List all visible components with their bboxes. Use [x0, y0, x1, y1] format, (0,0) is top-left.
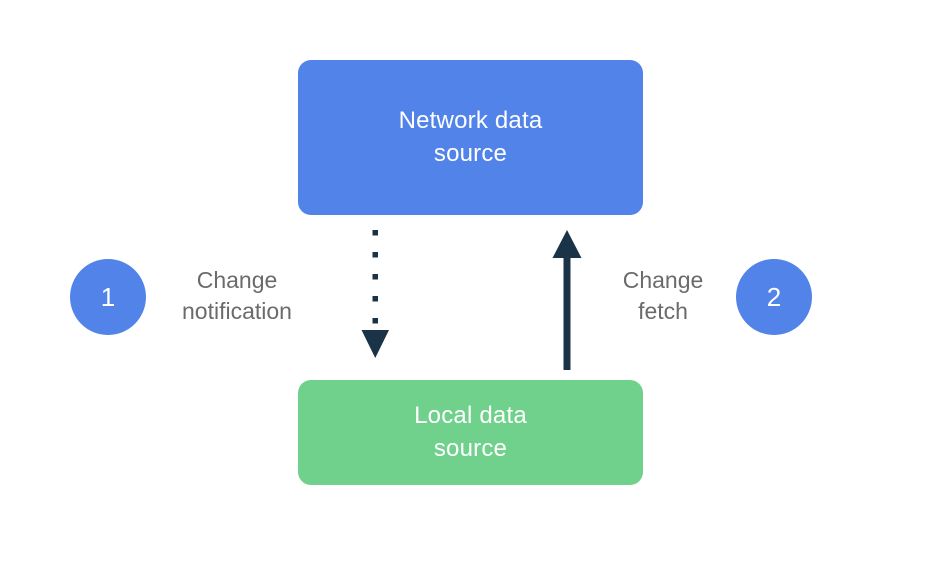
edge-label-change-notification: Change notification [157, 265, 317, 327]
node-local-data-source[interactable]: Local data source [298, 380, 643, 485]
node-local-data-source-label-line1: Local data [414, 402, 527, 430]
node-network-data-source-label-line1: Network data [398, 107, 543, 135]
arrow-down-dotted-change-notification [361, 230, 389, 358]
node-local-data-source-label: Local data source [414, 400, 527, 465]
edge-label-change-fetch-line2: fetch [638, 298, 688, 325]
node-local-data-source-label-line2: source [433, 434, 508, 462]
arrow-up-solid-change-fetch [552, 230, 582, 370]
node-network-data-source[interactable]: Network data source [298, 60, 643, 215]
edge-label-change-fetch: Change fetch [598, 265, 728, 327]
step-badge-1-number: 1 [100, 282, 116, 312]
edge-label-change-notification-line2: notification [182, 298, 292, 325]
step-badge-2[interactable]: 2 [736, 259, 812, 335]
edge-label-change-notification-line1: Change [196, 267, 278, 293]
step-badge-2-number: 2 [766, 282, 782, 312]
node-network-data-source-label-line2: source [433, 139, 508, 167]
node-network-data-source-label: Network data source [399, 105, 543, 170]
edge-label-change-fetch-line1: Change [622, 267, 704, 293]
step-badge-1[interactable]: 1 [70, 259, 146, 335]
